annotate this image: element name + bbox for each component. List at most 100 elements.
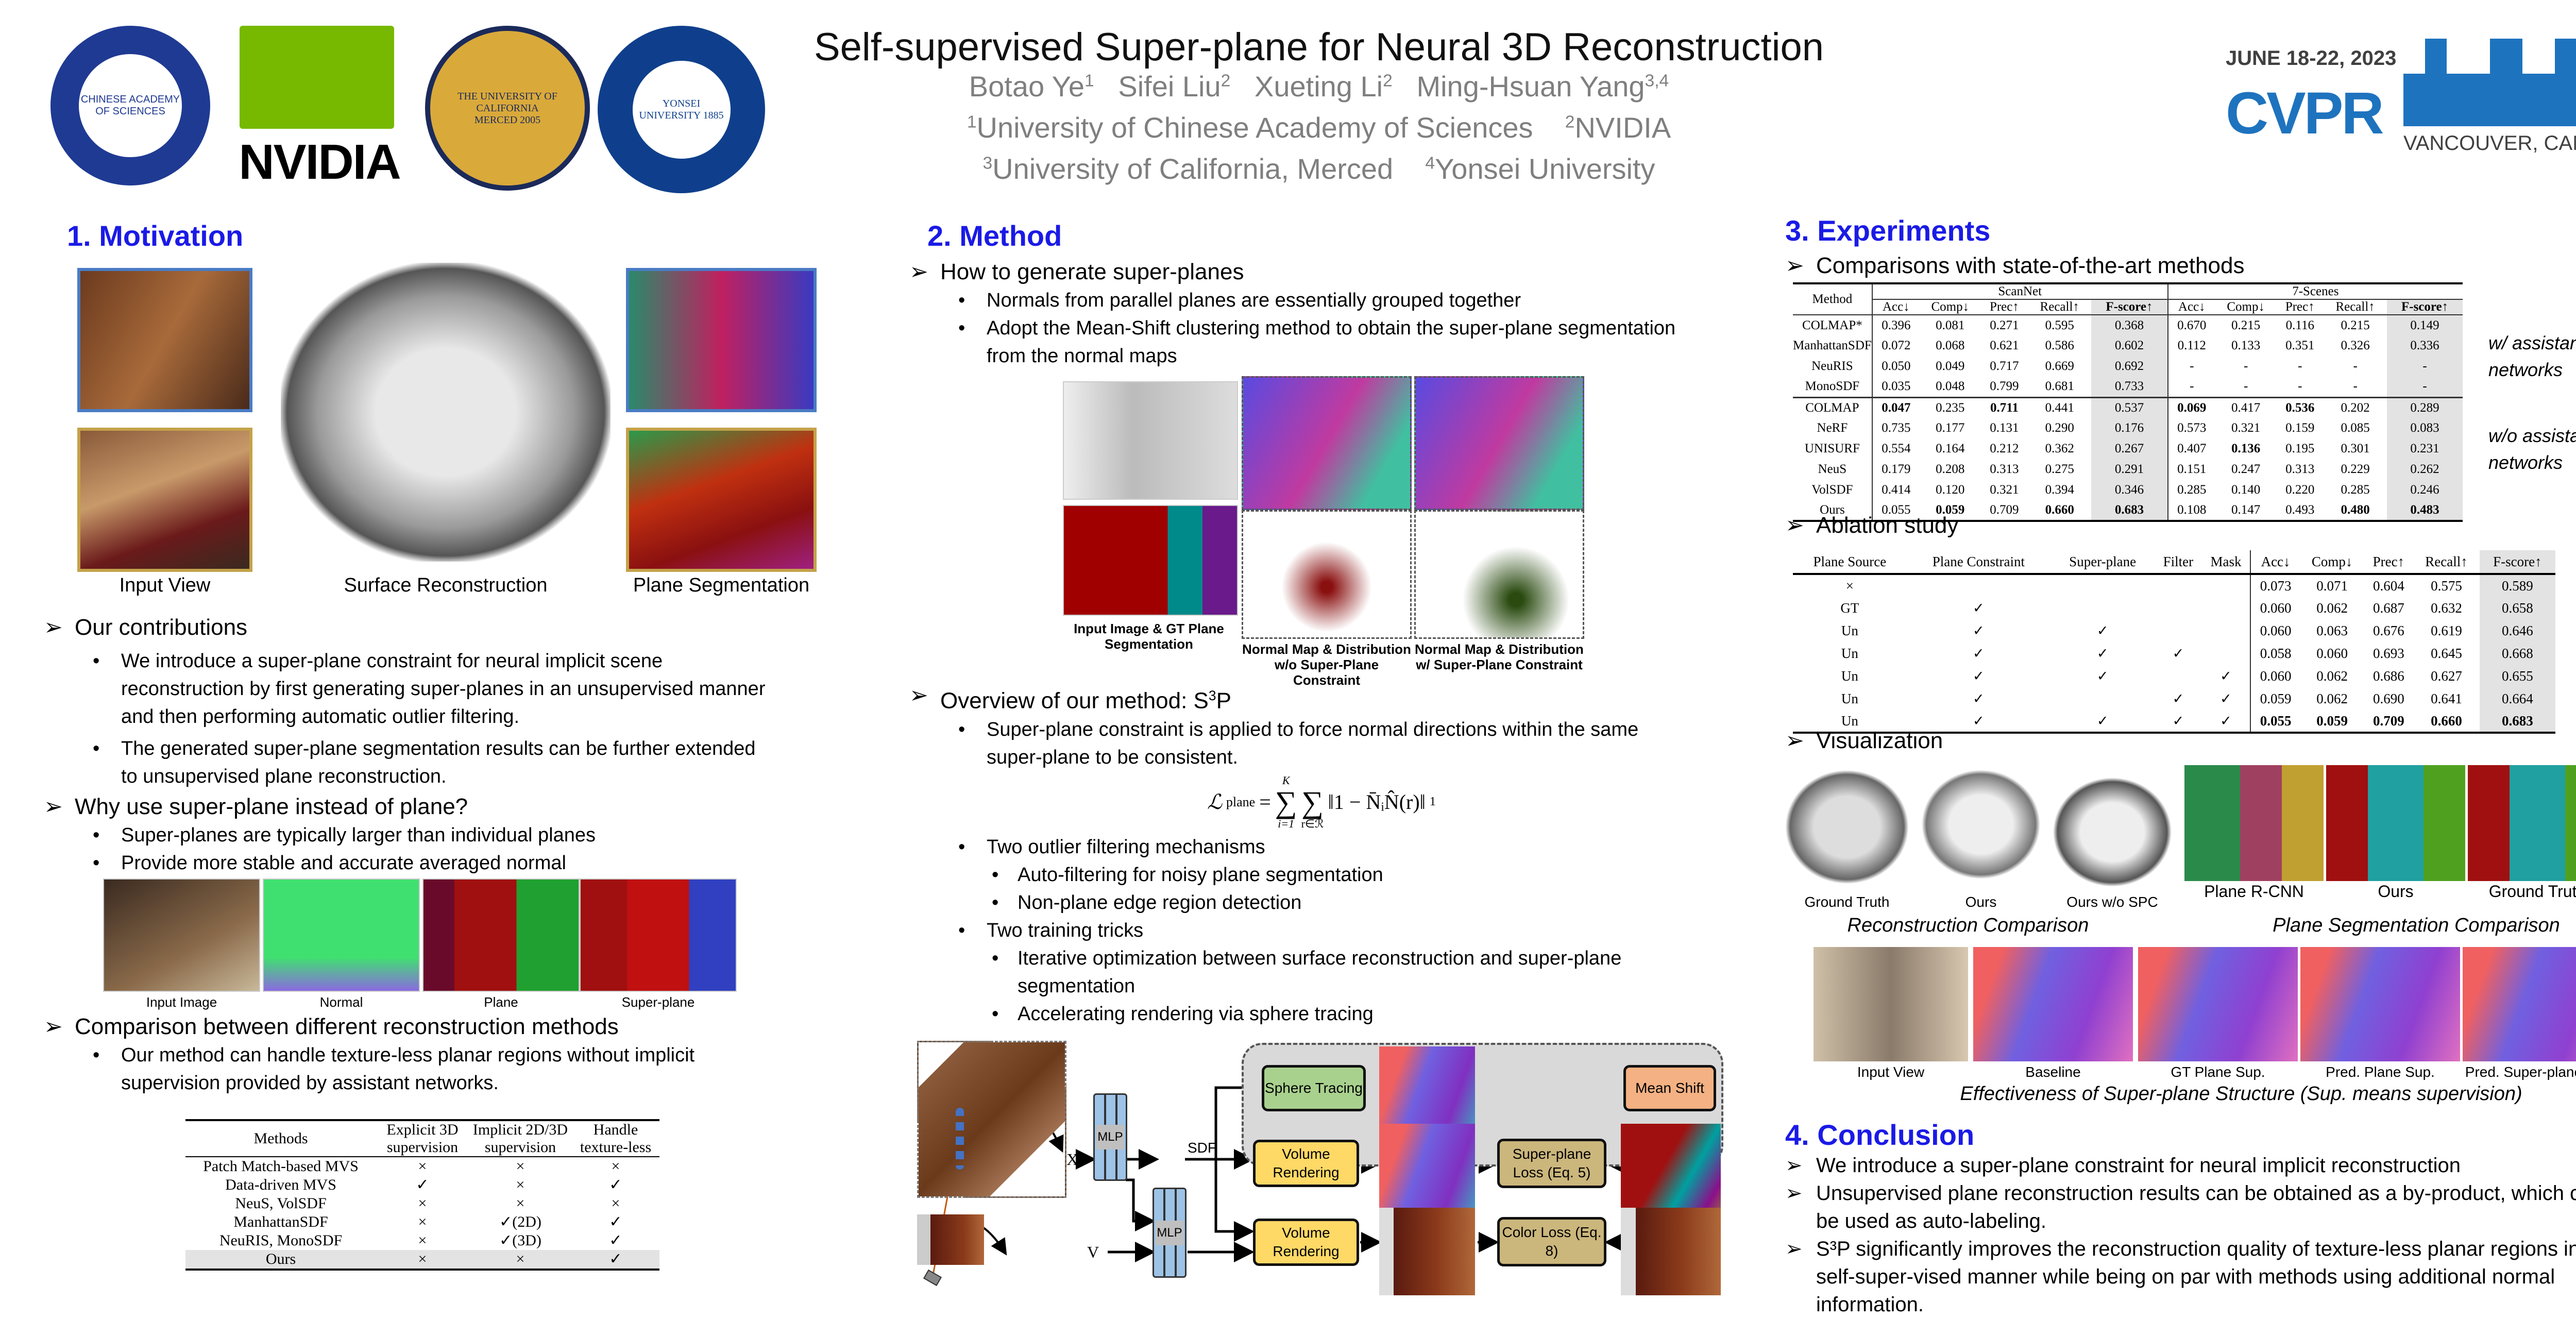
section-conclusion: 4. Conclusion bbox=[1785, 1119, 1975, 1151]
table-cell: UNISURF bbox=[1793, 438, 1873, 459]
vis2-caption: GT Plane Sup. bbox=[2171, 1064, 2265, 1080]
table-cell: 0.202 bbox=[2341, 400, 2370, 415]
table-cell: 0.368 bbox=[2091, 315, 2168, 335]
mlp-1: MLP bbox=[1093, 1093, 1127, 1181]
author: Ming-Hsuan Yang bbox=[1416, 70, 1645, 103]
table-cell: 0.136 bbox=[2231, 442, 2261, 455]
outlier-title: Two outlier filtering mechanisms bbox=[909, 833, 1734, 861]
table-cell: 0.658 bbox=[2479, 597, 2555, 619]
vis-caption: Ours w/o SPC bbox=[2066, 894, 2158, 910]
aff-sup: 4 bbox=[1425, 154, 1435, 173]
table-cell: 0.604 bbox=[2373, 578, 2404, 594]
table-cell: 0.414 bbox=[1882, 483, 1911, 497]
table-cell: 0.231 bbox=[2387, 438, 2463, 459]
caption-input-view: Input View bbox=[119, 574, 211, 596]
sota-block: Comparisons with state-of-the-art method… bbox=[1785, 251, 2244, 280]
col-header: Prec↑ bbox=[2372, 553, 2405, 569]
fig-gt-plane-seg bbox=[1063, 505, 1238, 616]
table-cell: ✓ bbox=[609, 1250, 622, 1267]
table-cell: 0.072 bbox=[1882, 339, 1911, 352]
overview-block: Overview of our method: S3P Super-plane … bbox=[909, 681, 1734, 1028]
table-cell: 0.055 bbox=[2260, 713, 2292, 729]
table-cell: ✓ bbox=[1973, 645, 1985, 661]
nvidia-eye-icon bbox=[240, 26, 394, 129]
vis-caption: Ground Truth bbox=[1804, 894, 1890, 910]
col-header: Explicit 3D supervision bbox=[386, 1121, 459, 1156]
table-cell: Un bbox=[1841, 713, 1858, 729]
gen-block: How to generate super-planes Normals fro… bbox=[909, 258, 1734, 370]
vis2-pred-superplane bbox=[2463, 947, 2576, 1061]
table-row: Data-driven MVS✓×✓ bbox=[185, 1176, 659, 1194]
table-cell: 0.627 bbox=[2431, 668, 2462, 684]
vis-sub-recon: Reconstruction Comparison bbox=[1847, 915, 2089, 936]
metric-header: Acc↓ bbox=[2178, 300, 2206, 314]
table-cell: 0.692 bbox=[2091, 356, 2168, 377]
compare-item: Our method can handle texture-less plana… bbox=[44, 1041, 775, 1097]
metric-header: F-score↑ bbox=[2387, 299, 2463, 315]
mlp-2-label: MLP bbox=[1156, 1220, 1183, 1245]
table-cell: 0.480 bbox=[2341, 503, 2370, 517]
vis-caption: Plane R-CNN bbox=[2204, 882, 2304, 901]
table-row: NeuRIS, MonoSDF×✓(3D)✓ bbox=[185, 1231, 659, 1250]
table-cell: 0.493 bbox=[2285, 503, 2315, 517]
sum-icon: ∑ bbox=[1275, 785, 1297, 819]
table-cell: 0.301 bbox=[2341, 442, 2370, 455]
table-cell: Ours bbox=[265, 1250, 296, 1267]
table-cell: 0.589 bbox=[2479, 574, 2555, 597]
fig-caption-input: Input Image & GT Plane Segmentation bbox=[1074, 621, 1224, 652]
table-cell: × bbox=[611, 1158, 620, 1175]
table-cell: 0.069 bbox=[2177, 400, 2207, 415]
table-cell: 0.149 bbox=[2387, 315, 2463, 335]
ablation-block: Ablation study bbox=[1785, 511, 1958, 540]
table-cell: × bbox=[1845, 578, 1854, 594]
table-cell: 0.632 bbox=[2431, 600, 2462, 616]
formula-sub: plane bbox=[1226, 794, 1256, 809]
table-cell: 0.116 bbox=[2285, 318, 2314, 332]
logo-cvpr: JUNE 18-22, 2023 CVPR VANCOUVER, CANADA bbox=[2226, 36, 2576, 160]
table-row: Ours××✓ bbox=[185, 1250, 659, 1270]
group-header: 7-Scenes bbox=[2167, 283, 2463, 300]
table-cell: ✓ bbox=[2201, 665, 2251, 687]
table-cell: 0.641 bbox=[2431, 690, 2462, 706]
table-cell: - bbox=[2353, 359, 2358, 373]
table-cell: 0.669 bbox=[2045, 359, 2074, 373]
table-cell: 0.068 bbox=[1936, 339, 1965, 352]
outlier-item: Auto-filtering for noisy plane segmentat… bbox=[909, 861, 1734, 889]
table-cell: 0.313 bbox=[1990, 462, 2019, 476]
table-cell: ManhattanSDF bbox=[1793, 335, 1873, 356]
vis2-caption: Input View bbox=[1857, 1064, 1925, 1080]
table-cell: 0.289 bbox=[2387, 397, 2463, 418]
logo-ucas: CHINESE ACADEMY OF SCIENCES bbox=[50, 26, 210, 185]
table-cell: 0.799 bbox=[1990, 379, 2019, 394]
logo-yonsei: YONSEI UNIVERSITY 1885 bbox=[598, 26, 765, 193]
aff-sup: 2 bbox=[1565, 112, 1575, 132]
formula-sum-top: K bbox=[1282, 773, 1290, 787]
vis-recon-wo-spc bbox=[2048, 773, 2177, 891]
table-cell: - bbox=[2387, 377, 2463, 397]
conclusion-item: We introduce a super-plane constraint fo… bbox=[1785, 1152, 2576, 1179]
table-cell: - bbox=[2353, 379, 2358, 394]
table-cell bbox=[2050, 687, 2155, 710]
table-cell: 0.062 bbox=[2316, 690, 2348, 706]
table-cell: 0.060 bbox=[2260, 622, 2292, 638]
table-cell: 0.573 bbox=[2177, 421, 2207, 435]
room-3d-box bbox=[917, 1041, 1066, 1198]
table-cell: 0.575 bbox=[2431, 578, 2462, 594]
table-cell: ✓ bbox=[1973, 690, 1985, 706]
fig-dist-wo bbox=[1242, 510, 1412, 639]
table-cell: 0.271 bbox=[1990, 318, 2019, 332]
conclusion-block: We introduce a super-plane constraint fo… bbox=[1785, 1152, 2576, 1318]
vis2-pred-plane bbox=[2300, 947, 2460, 1061]
table-cell: 0.177 bbox=[1936, 421, 1965, 435]
table-cell: 0.733 bbox=[2091, 377, 2168, 397]
author-sup: 3,4 bbox=[1645, 71, 1669, 91]
table-cell: 0.247 bbox=[2231, 462, 2261, 476]
table-cell: 0.275 bbox=[2045, 462, 2074, 476]
table-cell: 0.060 bbox=[2316, 645, 2348, 661]
table-cell: × bbox=[516, 1158, 525, 1175]
